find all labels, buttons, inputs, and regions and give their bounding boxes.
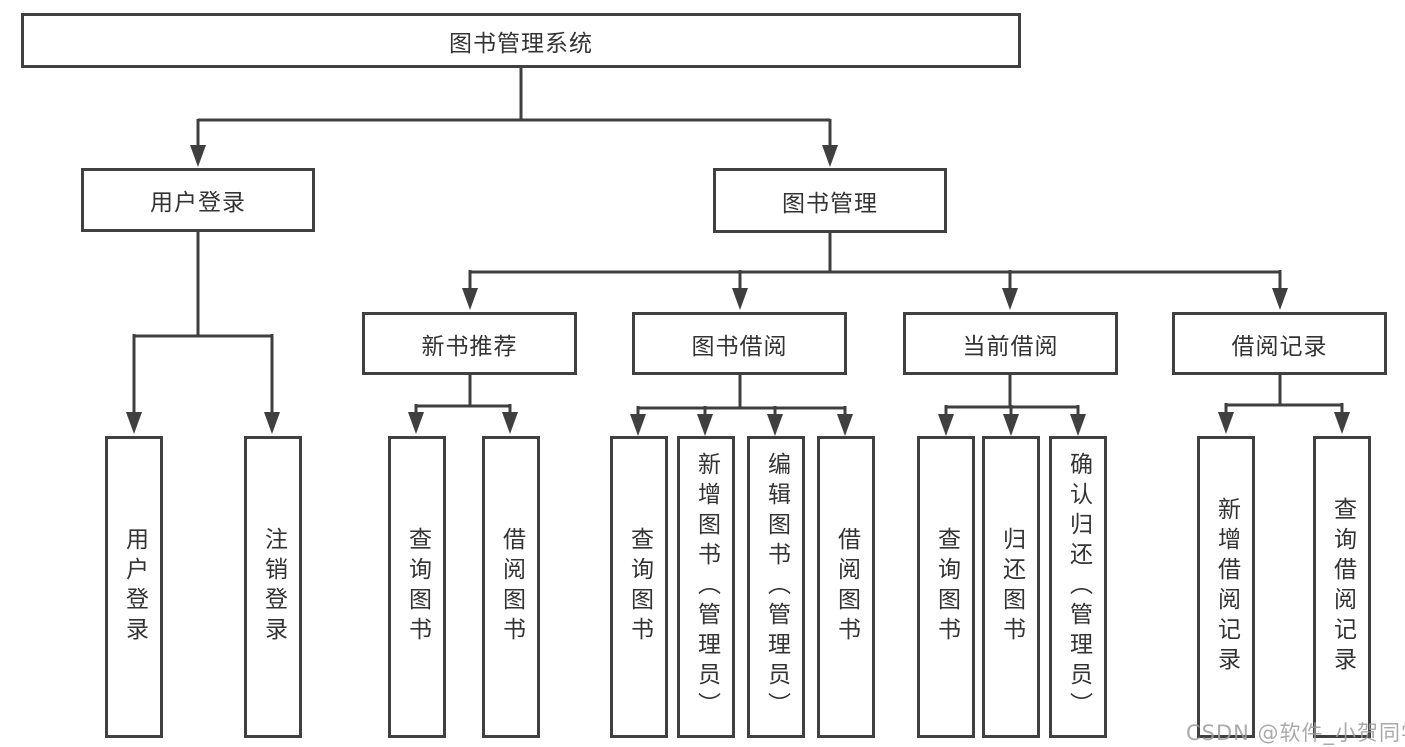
node-label: 新书推荐 xyxy=(421,333,518,360)
leaf-return-books: 归还图书 xyxy=(982,436,1040,738)
leaf-recommend-query-books: 查询图书 xyxy=(388,436,446,738)
node-label: 图书管理 xyxy=(782,190,878,217)
node-label: 新增借阅记录 xyxy=(1213,497,1240,677)
node-label: 编辑图书（管理员） xyxy=(763,452,790,722)
node-book-borrowing: 图书借阅 xyxy=(632,312,847,375)
node-label: 查询图书 xyxy=(404,527,431,647)
node-label: 图书管理系统 xyxy=(449,30,593,57)
node-label: 借阅记录 xyxy=(1231,333,1328,360)
leaf-edit-books-admin: 编辑图书（管理员） xyxy=(747,436,805,738)
node-label: 借阅图书 xyxy=(833,527,860,647)
node-label: 查询图书 xyxy=(626,527,653,647)
node-label: 新增图书（管理员） xyxy=(693,452,720,722)
arrowheads xyxy=(126,145,1350,436)
leaf-user-login: 用户登录 xyxy=(105,436,163,738)
leaf-borrowing-query-books: 查询图书 xyxy=(610,436,668,738)
node-label: 查询图书 xyxy=(933,527,960,647)
node-label: 确认归还（管理员） xyxy=(1065,452,1092,722)
leaf-query-borrow-record: 查询借阅记录 xyxy=(1313,436,1371,738)
node-new-book-recommend: 新书推荐 xyxy=(362,312,577,375)
leaf-current-query-books: 查询图书 xyxy=(917,436,975,738)
node-user-login-group: 用户登录 xyxy=(81,168,315,232)
node-label: 归还图书 xyxy=(998,527,1025,647)
leaf-recommend-borrow-books: 借阅图书 xyxy=(482,436,540,738)
node-book-management-group: 图书管理 xyxy=(713,168,947,233)
node-label: 借阅图书 xyxy=(498,527,525,647)
node-borrowing-records: 借阅记录 xyxy=(1172,312,1387,375)
node-label: 当前借阅 xyxy=(962,333,1059,360)
node-label: 查询借阅记录 xyxy=(1329,497,1356,677)
node-library-management-system: 图书管理系统 xyxy=(21,13,1021,68)
leaf-add-books-admin: 新增图书（管理员） xyxy=(677,436,735,738)
node-label: 用户登录 xyxy=(121,527,148,647)
node-label: 用户登录 xyxy=(150,190,246,216)
node-current-borrowing: 当前借阅 xyxy=(903,312,1118,375)
leaf-borrow-books: 借阅图书 xyxy=(817,436,875,738)
node-label: 注销登录 xyxy=(260,527,287,647)
leaf-logout: 注销登录 xyxy=(244,436,302,738)
leaf-add-borrow-record: 新增借阅记录 xyxy=(1197,436,1255,738)
leaf-confirm-return-admin: 确认归还（管理员） xyxy=(1049,436,1107,738)
node-label: 图书借阅 xyxy=(691,333,788,360)
csdn-watermark: CSDN @软件_小贺同学 xyxy=(1186,721,1405,745)
